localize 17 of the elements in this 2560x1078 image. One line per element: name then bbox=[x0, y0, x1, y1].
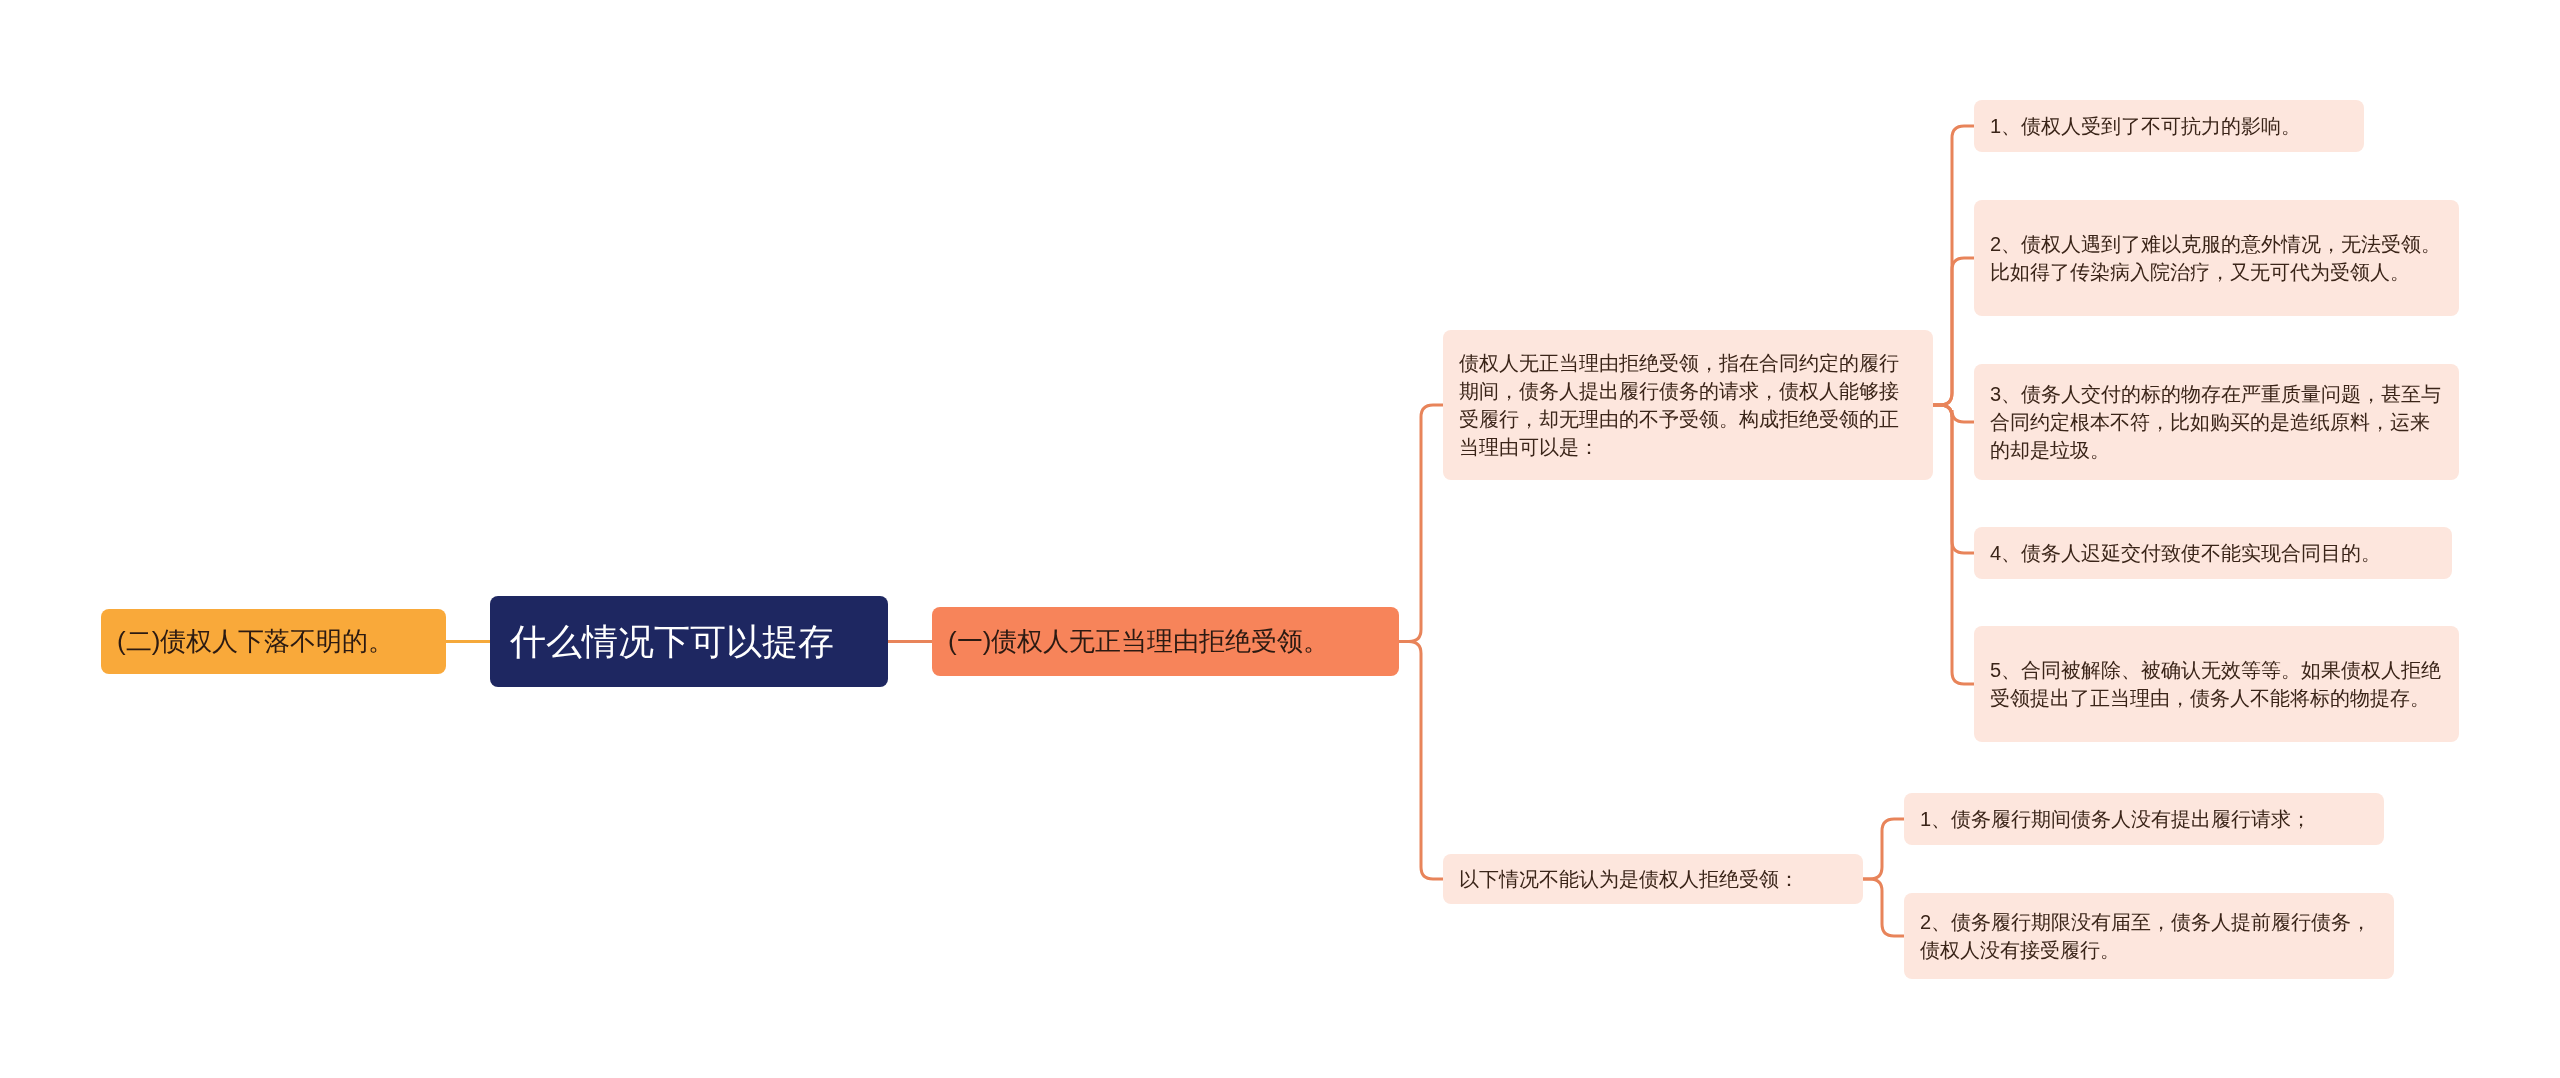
subtopic-box: 2、债权人遇到了难以克服的意外情况，无法受领。比如得了传染病入院治疗，又无可代为受领人。 bbox=[1974, 200, 2459, 316]
connector-line bbox=[1863, 877, 1904, 938]
branch-topic-box: (一)债权人无正当理由拒绝受领。 bbox=[932, 607, 1399, 676]
branch-topic-box: (二)债权人下落不明的。 bbox=[101, 609, 446, 674]
connector-line bbox=[888, 640, 932, 643]
subtopic-box: 2、债务履行期限没有届至，债务人提前履行债务，债权人没有接受履行。 bbox=[1904, 893, 2394, 979]
root-topic-box: 什么情况下可以提存 bbox=[490, 596, 888, 687]
subtopic-box: 1、债务履行期间债务人没有提出履行请求； bbox=[1904, 793, 2384, 845]
subtopic-box: 1、债权人受到了不可抗力的影响。 bbox=[1974, 100, 2364, 152]
subtopic-box: 以下情况不能认为是债权人拒绝受领： bbox=[1443, 854, 1863, 904]
connector-line bbox=[446, 640, 490, 643]
subtopic-box: 债权人无正当理由拒绝受领，指在合同约定的履行期间，债务人提出履行债务的请求，债权人能够接受履行，却无理由的不予受领。构成拒绝受领的正当理由可以是： bbox=[1443, 330, 1933, 480]
subtopic-box: 4、债务人迟延交付致使不能实现合同目的。 bbox=[1974, 527, 2452, 579]
subtopic-box: 3、债务人交付的标的物存在严重质量问题，甚至与合同约定根本不符，比如购买的是造纸原料，运来的却是垃圾。 bbox=[1974, 364, 2459, 480]
connector-line bbox=[1399, 640, 1443, 881]
subtopic-box: 5、合同被解除、被确认无效等等。如果债权人拒绝受领提出了正当理由，债务人不能将标的物提存。 bbox=[1974, 626, 2459, 742]
connector-line bbox=[1933, 403, 1974, 686]
